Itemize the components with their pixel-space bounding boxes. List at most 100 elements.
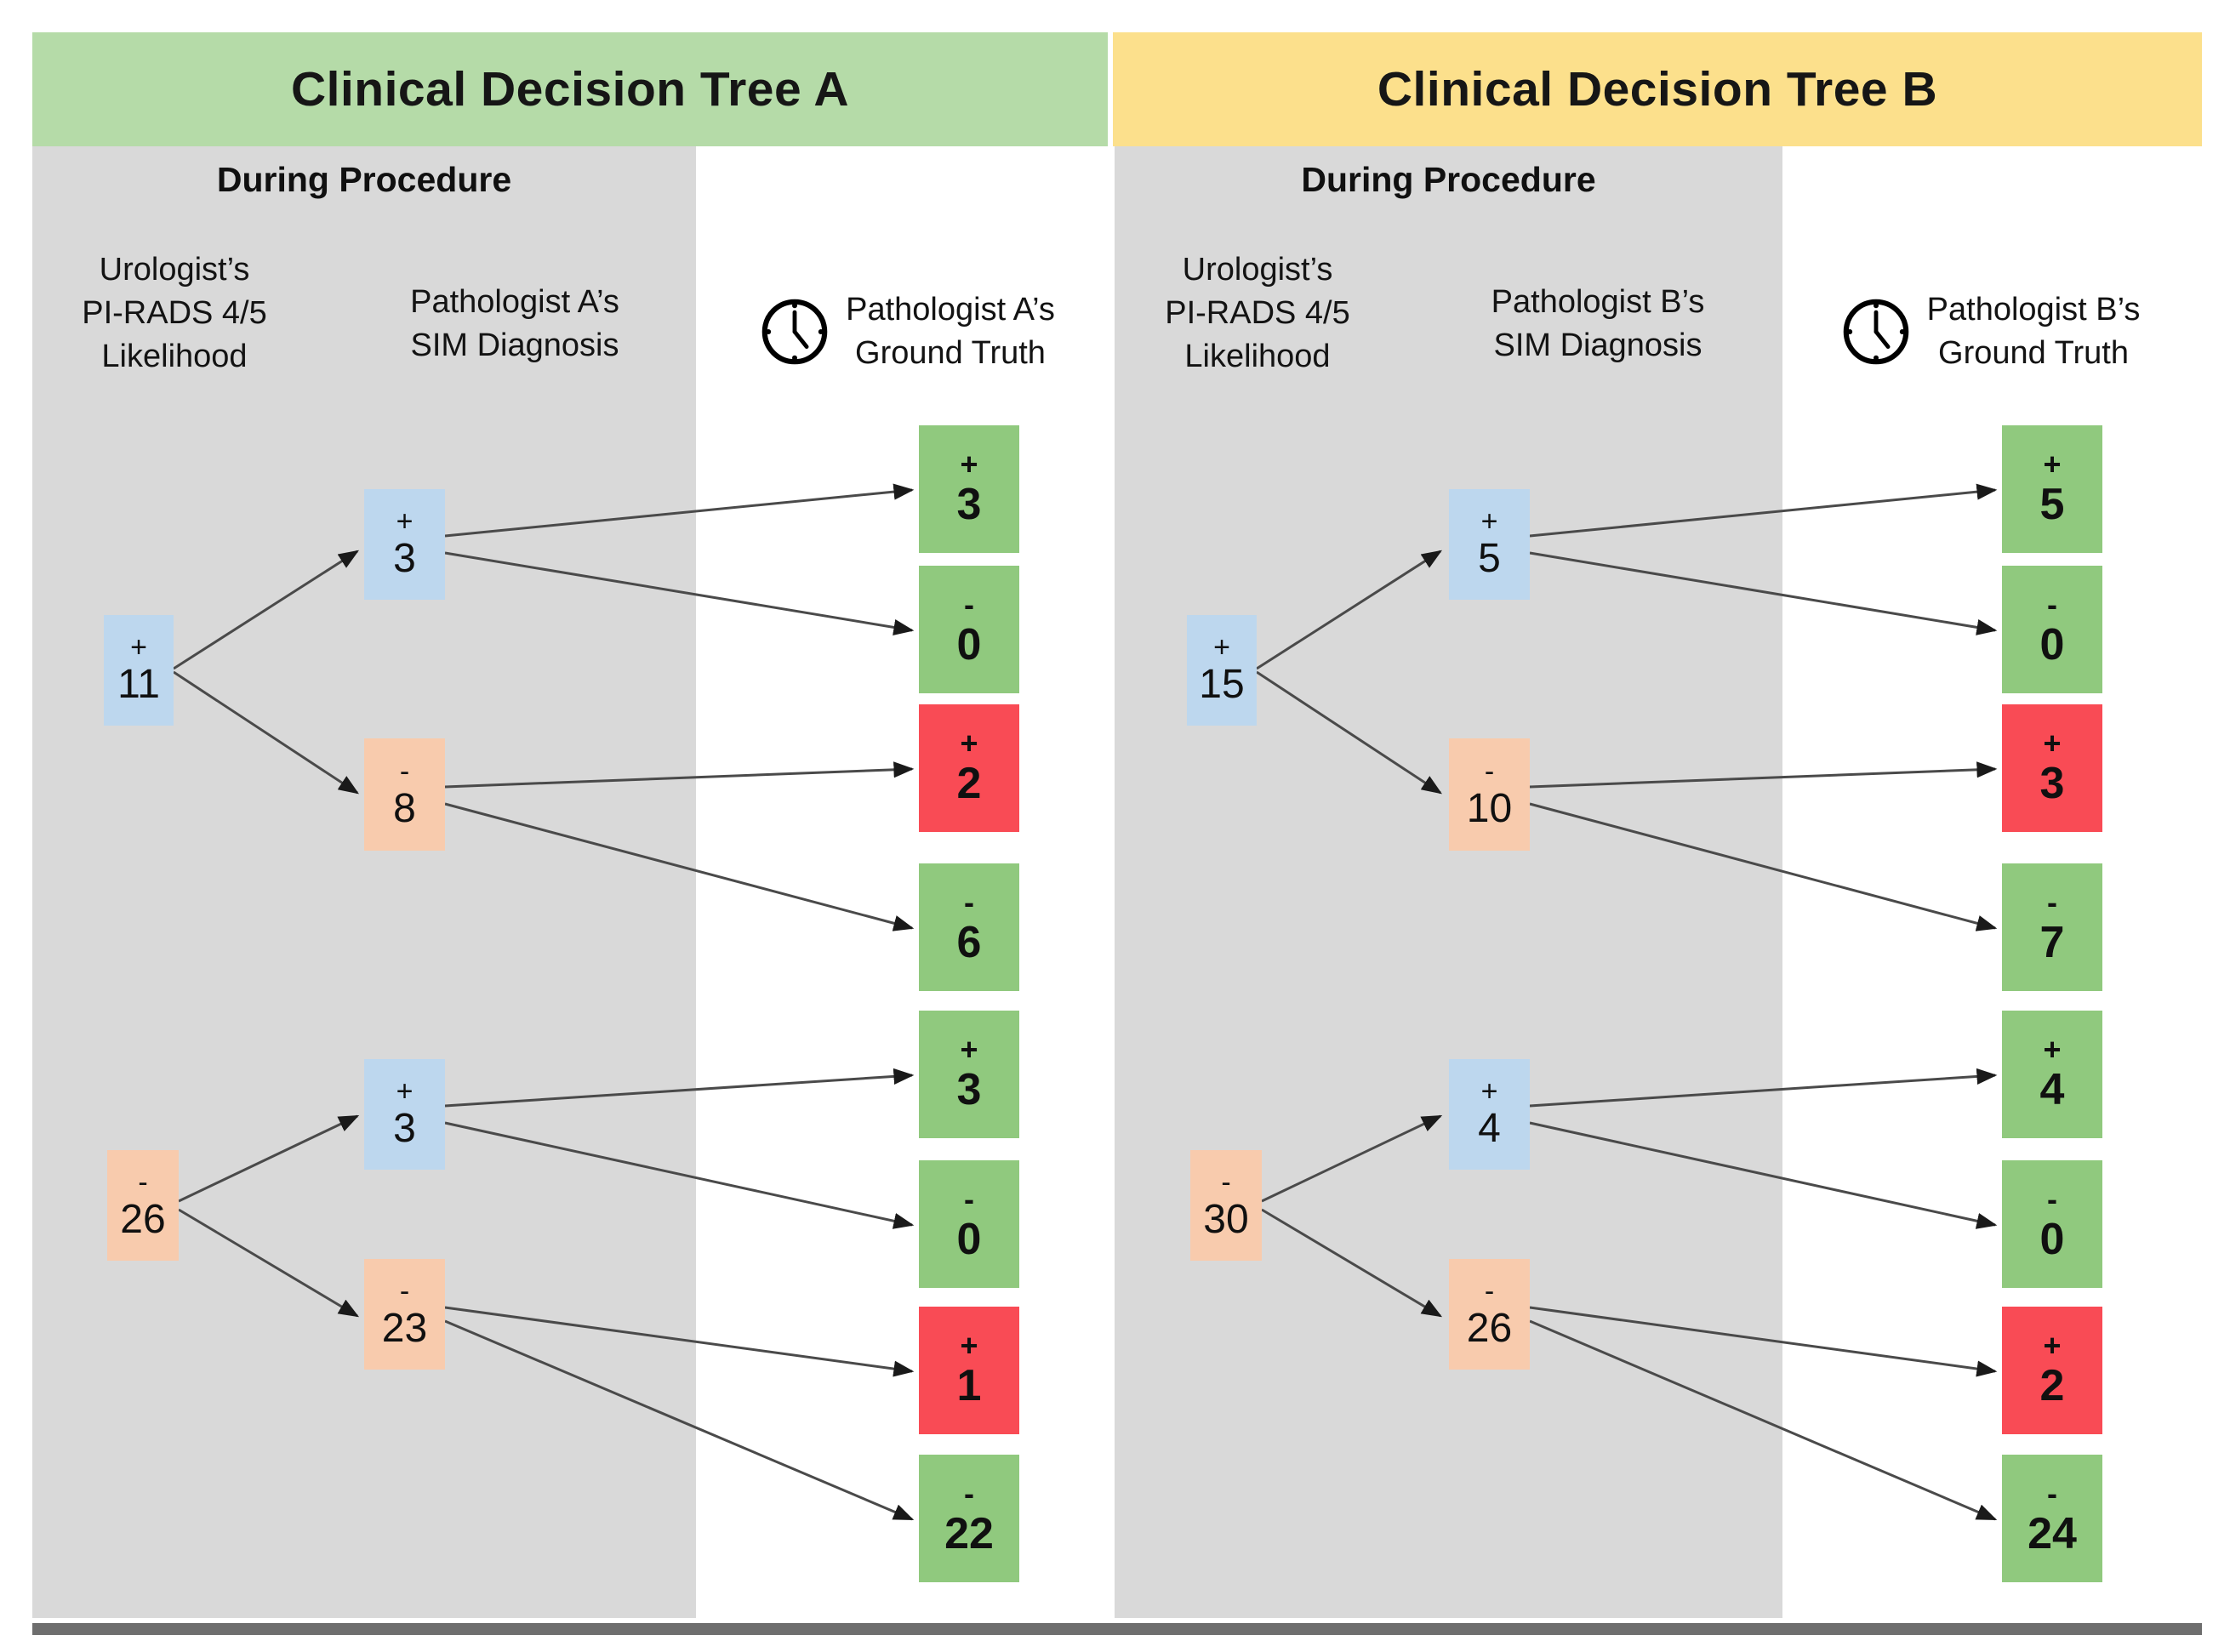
node-value: 4 xyxy=(1478,1105,1501,1151)
tree-b-leaf-node: - 7 xyxy=(2002,863,2102,991)
tree-b-leaf-node: + 5 xyxy=(2002,425,2102,553)
node-value: 8 xyxy=(393,785,416,831)
node-value: 5 xyxy=(2039,479,2065,529)
tree-b-leaf-node: - 24 xyxy=(2002,1455,2102,1582)
bottom-divider xyxy=(32,1623,2202,1635)
tree-a-leaf-node: - 0 xyxy=(919,1160,1019,1288)
node-sign: + xyxy=(1480,1075,1498,1108)
node-sign: - xyxy=(964,885,974,920)
node-sign: + xyxy=(2043,1032,2062,1068)
node-sign: + xyxy=(2043,726,2062,761)
node-value: 2 xyxy=(956,758,982,808)
node-value: 22 xyxy=(944,1508,994,1558)
node-value: 0 xyxy=(956,619,982,669)
node-value: 3 xyxy=(956,1064,982,1114)
tree-b-leaf-false-negative: + 3 xyxy=(2002,704,2102,832)
node-sign: + xyxy=(960,1032,978,1068)
tree-a-column-ground-truth: Pathologist A’s Ground Truth xyxy=(706,276,1106,387)
column-line: PI-RADS 4/5 xyxy=(1165,294,1350,331)
node-value: 0 xyxy=(956,1214,982,1264)
tree-a-leaf-node: - 0 xyxy=(919,566,1019,693)
tree-b-sim-positive-node: + 5 xyxy=(1449,489,1530,600)
tree-b-sim-positive-node-2: + 4 xyxy=(1449,1059,1530,1170)
node-value: 11 xyxy=(117,661,160,707)
node-value: 26 xyxy=(1466,1305,1513,1351)
node-value: 30 xyxy=(1203,1196,1249,1242)
node-sign: + xyxy=(396,505,413,538)
node-sign: + xyxy=(1480,505,1498,538)
column-line: SIM Diagnosis xyxy=(410,327,619,363)
column-line: Pathologist B’s xyxy=(1491,284,1705,320)
tree-b-root-negative-node: - 30 xyxy=(1190,1150,1262,1261)
tree-a-root-negative-node: - 26 xyxy=(107,1150,179,1261)
node-sign: - xyxy=(138,1166,148,1199)
column-line: Urologist’s xyxy=(99,252,250,288)
node-sign: + xyxy=(2043,447,2062,482)
node-sign: - xyxy=(2047,885,2057,920)
node-sign: - xyxy=(1484,755,1495,789)
node-sign: - xyxy=(1484,1275,1495,1308)
node-sign: + xyxy=(960,1328,978,1364)
tree-b-title: Clinical Decision Tree B xyxy=(1113,32,2202,146)
column-line: Likelihood xyxy=(1184,338,1331,374)
column-line: PI-RADS 4/5 xyxy=(82,294,267,331)
node-value: 3 xyxy=(956,479,982,529)
node-sign: + xyxy=(2043,1328,2062,1364)
node-value: 23 xyxy=(381,1305,428,1351)
node-sign: - xyxy=(2047,1476,2057,1512)
node-value: 6 xyxy=(956,917,982,967)
node-value: 15 xyxy=(1199,661,1245,707)
tree-a-sim-negative-node-2: - 23 xyxy=(364,1259,445,1370)
tree-a-sim-positive-node-2: + 3 xyxy=(364,1059,445,1170)
tree-b-sim-negative-node: - 10 xyxy=(1449,738,1530,851)
tree-a-leaf-node: - 6 xyxy=(919,863,1019,991)
tree-b-column-sim-diagnosis: Pathologist B’s SIM Diagnosis xyxy=(1440,281,1755,367)
node-sign: - xyxy=(964,587,974,623)
tree-b-leaf-node: + 4 xyxy=(2002,1011,2102,1138)
tree-b-column-ground-truth: Pathologist B’s Ground Truth xyxy=(1789,276,2189,387)
node-sign: - xyxy=(964,1182,974,1217)
tree-a-column-sim-diagnosis: Pathologist A’s SIM Diagnosis xyxy=(357,281,672,367)
ground-truth-label: Pathologist B’s Ground Truth xyxy=(1927,288,2141,375)
column-line: Pathologist A’s xyxy=(410,284,619,320)
node-value: 7 xyxy=(2039,917,2065,967)
node-sign: + xyxy=(960,447,978,482)
tree-a-leaf-false-negative: + 2 xyxy=(919,704,1019,832)
node-sign: + xyxy=(960,726,978,761)
node-sign: - xyxy=(964,1476,974,1512)
node-sign: - xyxy=(399,1275,410,1308)
node-sign: - xyxy=(2047,587,2057,623)
tree-b-column-urologist: Urologist’s PI-RADS 4/5 Likelihood xyxy=(1117,248,1398,379)
node-sign: + xyxy=(1213,631,1230,664)
node-sign: + xyxy=(130,631,147,664)
node-value: 24 xyxy=(2028,1508,2077,1558)
tree-a-leaf-true-positive: + 3 xyxy=(919,425,1019,553)
column-line: Pathologist B’s xyxy=(1926,292,2141,328)
node-value: 3 xyxy=(393,535,416,581)
column-line: SIM Diagnosis xyxy=(1493,327,1702,363)
node-value: 2 xyxy=(2039,1360,2065,1410)
column-line: Urologist’s xyxy=(1182,252,1333,288)
clock-icon xyxy=(1843,299,1908,365)
node-value: 1 xyxy=(956,1360,982,1410)
tree-b-leaf-false-negative-2: + 2 xyxy=(2002,1307,2102,1434)
column-line: Ground Truth xyxy=(1938,335,2129,371)
node-value: 26 xyxy=(120,1196,166,1242)
node-sign: - xyxy=(2047,1182,2057,1217)
tree-a-phase-label: During Procedure xyxy=(216,160,512,199)
tree-a-leaf-node: + 3 xyxy=(919,1011,1019,1138)
tree-b-sim-negative-node-2: - 26 xyxy=(1449,1259,1530,1370)
node-value: 3 xyxy=(2039,758,2065,808)
clock-icon xyxy=(761,299,828,365)
node-value: 10 xyxy=(1466,785,1513,831)
node-sign: + xyxy=(396,1075,413,1108)
node-value: 5 xyxy=(1478,535,1501,581)
node-value: 3 xyxy=(393,1105,416,1151)
column-line: Likelihood xyxy=(101,338,248,374)
tree-a-sim-negative-node: - 8 xyxy=(364,738,445,851)
tree-a-root-positive-node: + 11 xyxy=(104,615,174,726)
tree-a-column-urologist: Urologist’s PI-RADS 4/5 Likelihood xyxy=(34,248,315,379)
tree-a-leaf-false-negative-2: + 1 xyxy=(919,1307,1019,1434)
node-sign: - xyxy=(1221,1166,1231,1199)
